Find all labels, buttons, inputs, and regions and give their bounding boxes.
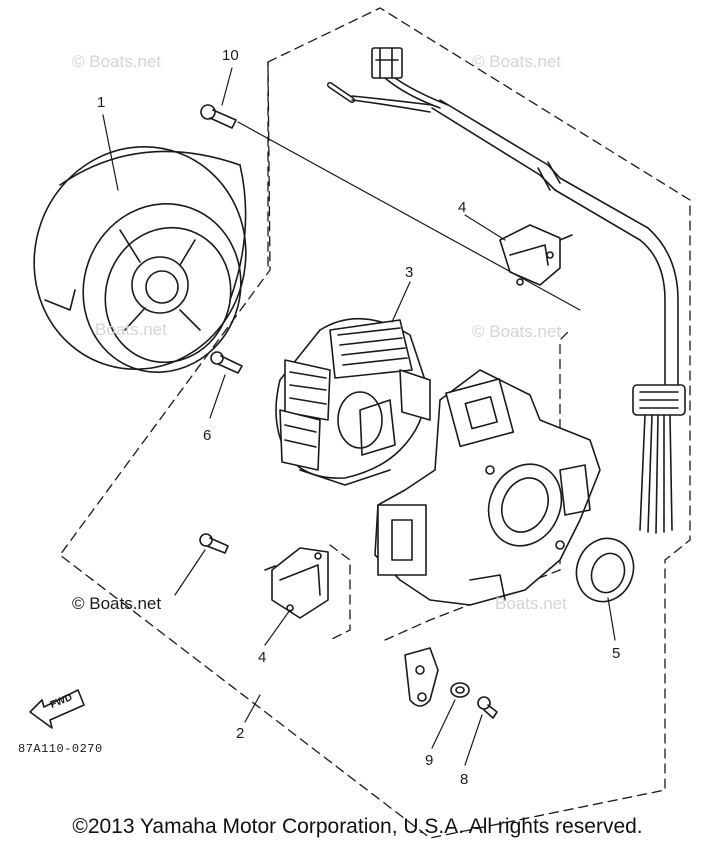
- lever-bracket: [404, 647, 439, 707]
- callout-4-upper: 4: [458, 199, 467, 216]
- figure-code: 87A110-0270: [18, 742, 103, 756]
- callout-3: 3: [405, 264, 414, 281]
- wire-harness: [327, 47, 686, 534]
- oil-seal: [575, 537, 635, 603]
- watermark-lower-left: © Boats.net: [72, 594, 162, 613]
- assembly-boundary: [59, 7, 691, 839]
- washer-9: [450, 682, 470, 698]
- screw-10: [200, 104, 237, 129]
- watermark-mid-left: Boats.net: [95, 320, 167, 339]
- watermark-top-right: © Boats.net: [472, 52, 562, 71]
- leader-lines: [102, 67, 616, 766]
- screw-6: [210, 351, 243, 374]
- callout-1: 1: [97, 94, 106, 111]
- callout-5: 5: [612, 645, 621, 662]
- watermark-mid-right: © Boats.net: [472, 322, 562, 341]
- stator-base-plate: [374, 369, 601, 606]
- watermark-lower-right: Boats.net: [495, 594, 567, 613]
- callout-4-lower: 4: [258, 649, 267, 666]
- callout-2: 2: [236, 725, 245, 742]
- copyright-notice: ©2013 Yamaha Motor Corporation, U.S.A. A…: [72, 815, 643, 838]
- flywheel-rotor: [33, 145, 247, 374]
- watermark-top-left: © Boats.net: [72, 52, 162, 71]
- stator-coil: [275, 317, 431, 486]
- callout-9: 9: [425, 752, 434, 769]
- callout-8: 8: [460, 771, 469, 788]
- callout-6: 6: [203, 427, 212, 444]
- callout-10: 10: [222, 47, 239, 64]
- screw-8: [477, 696, 498, 719]
- pickup-coil-upper: [499, 224, 573, 286]
- pickup-coil-lower: [264, 547, 329, 619]
- fwd-arrow-icon: [29, 689, 85, 729]
- screw-lower: [199, 533, 229, 554]
